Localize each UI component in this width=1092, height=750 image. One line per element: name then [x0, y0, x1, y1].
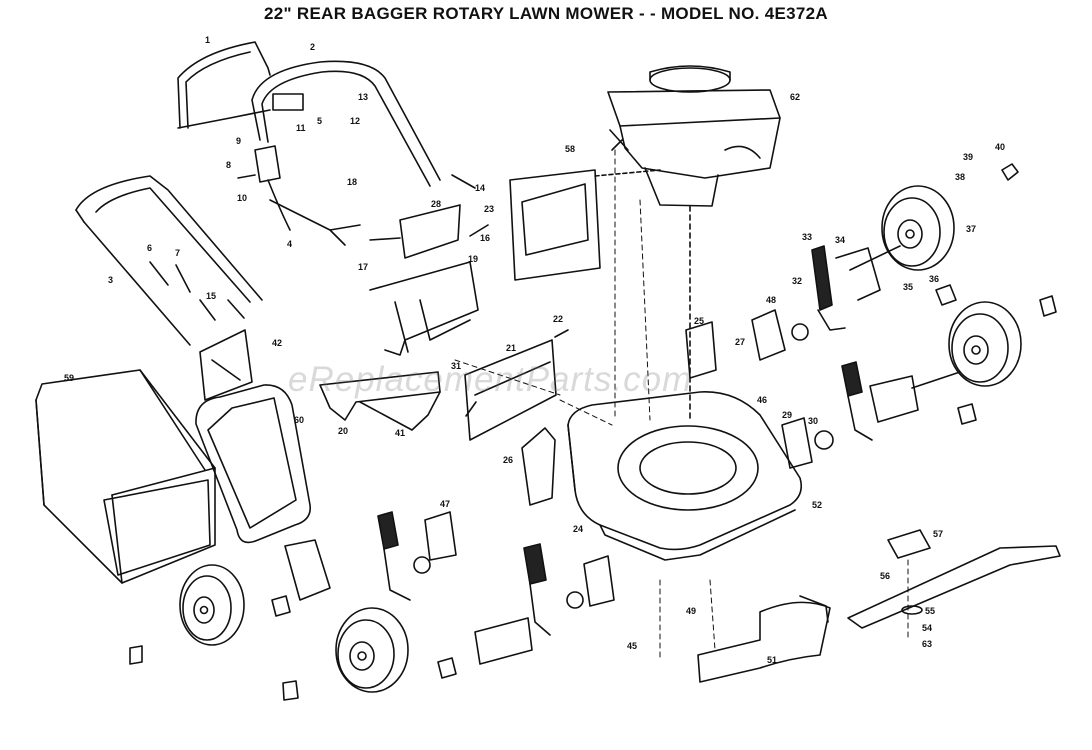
label-60: 60 — [294, 415, 304, 425]
label-31: 31 — [451, 361, 461, 371]
label-32: 32 — [792, 276, 802, 286]
label-29: 29 — [782, 410, 792, 420]
label-1: 1 — [205, 35, 210, 45]
part-baffle — [697, 595, 831, 683]
label-52: 52 — [812, 500, 822, 510]
part-wheel-lower-center — [335, 607, 409, 693]
label-21: 21 — [506, 343, 516, 353]
label-25: 25 — [694, 316, 704, 326]
label-24: 24 — [573, 524, 583, 534]
label-51: 51 — [767, 655, 777, 665]
label-30: 30 — [808, 416, 818, 426]
part-upper-handle — [177, 41, 271, 129]
label-54: 54 — [922, 623, 932, 633]
label-35: 35 — [903, 282, 913, 292]
label-33: 33 — [802, 232, 812, 242]
part-axle-bracket-1 — [835, 245, 901, 301]
part-hinge-bracket — [521, 427, 556, 506]
label-47: 47 — [440, 499, 450, 509]
part-throttle-control — [237, 145, 291, 231]
label-34: 34 — [835, 235, 845, 245]
label-18: 18 — [347, 177, 357, 187]
diagram-title: 22" REAR BAGGER ROTARY LAWN MOWER - - MO… — [264, 4, 828, 23]
watermark: eReplacementParts.com — [288, 360, 693, 399]
label-37: 37 — [966, 224, 976, 234]
part-rods-clips — [149, 261, 245, 321]
part-rear-door — [319, 371, 441, 431]
label-3: 3 — [108, 275, 113, 285]
part-labels: 1 2 3 4 5 6 7 8 9 10 11 12 13 14 15 16 1… — [64, 35, 1005, 665]
label-14: 14 — [475, 183, 485, 193]
label-26: 26 — [503, 455, 513, 465]
label-8: 8 — [226, 160, 231, 170]
part-plates — [413, 309, 834, 609]
label-45: 45 — [627, 641, 637, 651]
part-wheel-mid-right — [948, 301, 1022, 387]
label-7: 7 — [175, 248, 180, 258]
part-wheel-lower-left — [179, 564, 245, 646]
part-axle-bracket-3 — [284, 539, 331, 601]
label-41: 41 — [395, 428, 405, 438]
label-17: 17 — [358, 262, 368, 272]
label-4: 4 — [287, 239, 292, 249]
label-23: 23 — [484, 204, 494, 214]
part-axle-bracket-2 — [869, 371, 961, 423]
part-mower-deck — [567, 391, 803, 561]
label-22: 22 — [553, 314, 563, 324]
label-40: 40 — [995, 142, 1005, 152]
part-handle-frame — [251, 60, 441, 231]
part-bag-frame — [195, 384, 312, 544]
label-9: 9 — [236, 136, 241, 146]
label-36: 36 — [929, 274, 939, 284]
label-19: 19 — [468, 254, 478, 264]
part-engine — [607, 65, 781, 421]
part-height-adjuster-4 — [523, 543, 551, 636]
part-rear-skirt — [464, 339, 557, 441]
label-20: 20 — [338, 426, 348, 436]
label-2: 2 — [310, 42, 315, 52]
part-axle-bracket-4 — [474, 617, 533, 665]
label-56: 56 — [880, 571, 890, 581]
label-16: 16 — [480, 233, 490, 243]
label-49: 49 — [686, 606, 696, 616]
part-height-adjuster-3 — [377, 511, 411, 601]
label-6: 6 — [147, 243, 152, 253]
label-62: 62 — [790, 92, 800, 102]
part-latch — [685, 321, 717, 379]
part-height-adjuster-2 — [841, 361, 873, 441]
part-lower-handle — [75, 175, 263, 346]
part-wheel-upper-right — [881, 185, 955, 271]
label-10: 10 — [237, 193, 247, 203]
part-bracket-assembly — [369, 261, 479, 356]
part-height-adjuster-1 — [811, 245, 846, 331]
part-fasteners — [129, 139, 1057, 701]
label-28: 28 — [431, 199, 441, 209]
part-blade — [847, 529, 1061, 629]
label-57: 57 — [933, 529, 943, 539]
label-59: 59 — [64, 373, 74, 383]
label-48: 48 — [766, 295, 776, 305]
label-11: 11 — [296, 123, 306, 133]
part-inset-detail — [509, 169, 661, 281]
label-12: 12 — [350, 116, 360, 126]
label-38: 38 — [955, 172, 965, 182]
label-55: 55 — [925, 606, 935, 616]
label-27: 27 — [735, 337, 745, 347]
leader-lines — [454, 149, 909, 661]
label-46: 46 — [757, 395, 767, 405]
part-deflector — [199, 329, 253, 401]
label-15: 15 — [206, 291, 216, 301]
label-39: 39 — [963, 152, 973, 162]
part-cable-bracket — [369, 204, 461, 259]
label-5: 5 — [317, 116, 322, 126]
label-42: 42 — [272, 338, 282, 348]
label-63: 63 — [922, 639, 932, 649]
part-grass-bag — [35, 369, 216, 584]
label-58: 58 — [565, 144, 575, 154]
label-13: 13 — [358, 92, 368, 102]
